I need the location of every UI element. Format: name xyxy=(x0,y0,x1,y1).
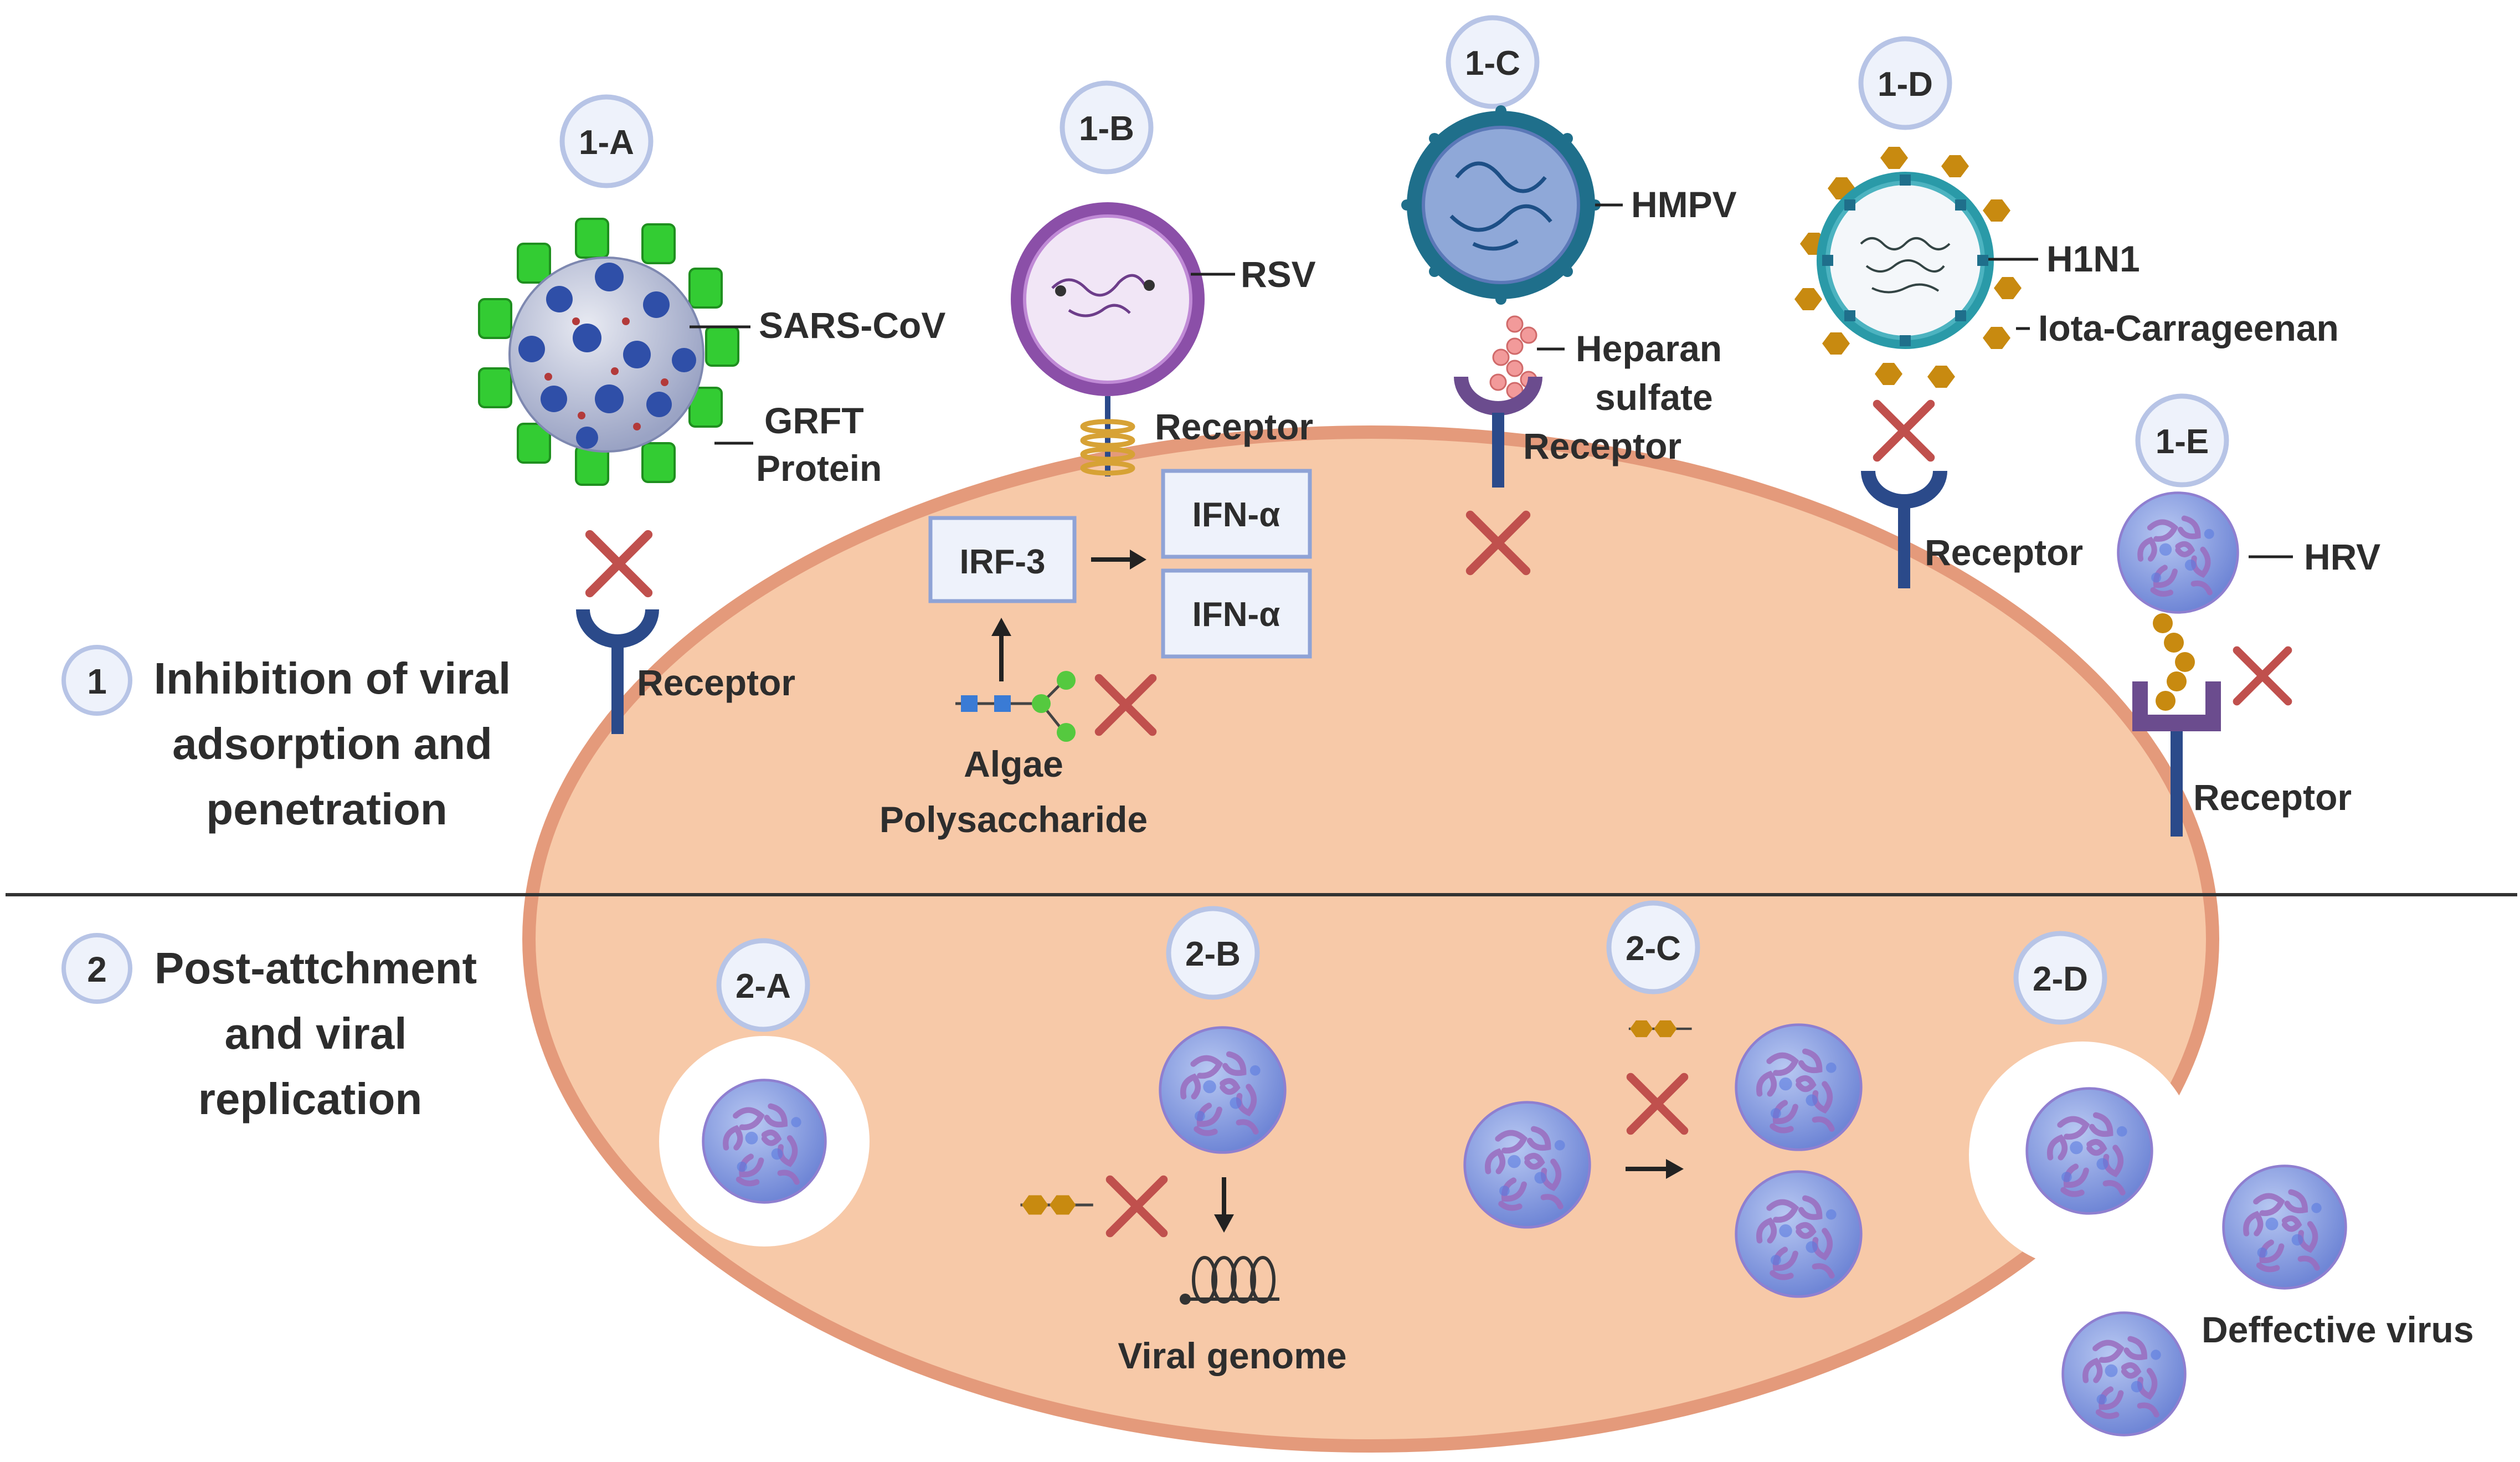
virus-icon xyxy=(1465,1102,1590,1228)
panel-1b: 1-B RSV Receptor IRF-3 IFN-α xyxy=(880,80,1316,840)
ifn-box-1 xyxy=(1161,469,1312,559)
panel-1a: 1-A xyxy=(478,94,945,734)
badge-2a-circle xyxy=(716,938,810,1032)
section-2-line3: replication xyxy=(198,1074,423,1124)
inhibition-x-icon xyxy=(590,535,648,593)
badge-2b: 2-B xyxy=(1185,935,1241,973)
panel-1c: 1-C HMPV Heparan sulfate Receptor xyxy=(1401,15,1737,571)
badge-1b: 1-B xyxy=(1079,110,1134,148)
section-1-line1: Inhibition of viral xyxy=(154,654,511,703)
ifn-box-2 xyxy=(1161,568,1312,659)
badge-2c: 2-C xyxy=(1626,930,1681,968)
badge-2d-circle xyxy=(2013,931,2107,1025)
label-ifn-1: IFN-α xyxy=(1192,496,1280,534)
panel-2b: 2-B Viral genome xyxy=(1021,906,1347,1376)
defective-virus-icon xyxy=(2224,1166,2346,1289)
label-receptor-1a: Receptor xyxy=(637,662,795,703)
label-viral-genome: Viral genome xyxy=(1118,1335,1346,1376)
badge-1e-circle xyxy=(2135,393,2229,488)
badge-1c-circle xyxy=(1446,15,1540,109)
virus-icon xyxy=(1160,1028,1285,1153)
section-1-number: 1 xyxy=(87,661,107,701)
badge-1d: 1-D xyxy=(1878,65,1933,104)
badge-2c-circle xyxy=(1606,900,1700,994)
badge-2a: 2-A xyxy=(736,967,791,1006)
hmpv-virus-icon xyxy=(1401,105,1601,305)
section-2-number: 2 xyxy=(87,950,107,989)
arrow-up-icon xyxy=(991,618,1011,681)
panel-2a: 2-A xyxy=(659,938,870,1246)
section-1-line2: adsorption and xyxy=(172,719,492,768)
rsv-virus-icon xyxy=(1011,202,1205,396)
label-algae-2: Polysaccharide xyxy=(880,799,1148,840)
receptor-coil-icon xyxy=(1080,396,1135,476)
label-iota-carrageenan: Iota-Carrageenan xyxy=(2038,307,2339,348)
receptor-icon xyxy=(1861,471,1947,588)
label-receptor-1d: Receptor xyxy=(1925,532,2083,573)
virus-icon xyxy=(1736,1172,1861,1297)
arrow-down-icon xyxy=(1214,1177,1234,1233)
virus-icon xyxy=(703,1080,826,1203)
section-2-number-badge xyxy=(61,933,132,1004)
panel-1d: 1-D xyxy=(1794,36,2339,588)
section-1-title: 1 Inhibition of viral adsorption and pen… xyxy=(61,645,511,834)
badge-2b-circle xyxy=(1166,906,1260,1000)
section-2-title: 2 Post-attchment and viral replication xyxy=(61,933,477,1124)
section-2-line1: Post-attchment xyxy=(155,943,477,993)
h1n1-virus-icon xyxy=(1794,147,2022,388)
receptor-icon xyxy=(2132,681,2221,837)
label-sars-cov: SARS-CoV xyxy=(759,305,945,346)
badge-2d: 2-D xyxy=(2033,960,2088,998)
label-receptor-1c: Receptor xyxy=(1523,425,1681,466)
genome-coil-icon xyxy=(1180,1256,1279,1305)
badge-1c: 1-C xyxy=(1465,44,1520,83)
hrv-virus-icon xyxy=(2118,493,2238,613)
label-rsv: RSV xyxy=(1241,254,1316,295)
receptor-icon xyxy=(576,609,659,734)
badge-1e: 1-E xyxy=(2156,423,2209,461)
label-grft-2: Protein xyxy=(756,448,882,489)
label-grft-1: GRFT xyxy=(764,400,864,441)
badge-1a: 1-A xyxy=(579,124,634,162)
badge-1a-circle xyxy=(559,94,654,188)
label-hrv: HRV xyxy=(2304,536,2380,577)
section-1-number-badge xyxy=(61,645,132,716)
polysaccharide-chain-icon xyxy=(955,671,1076,742)
label-receptor-1b: Receptor xyxy=(1155,406,1313,447)
label-hmpv: HMPV xyxy=(1631,184,1737,225)
label-heparan-1: Heparan xyxy=(1576,328,1722,369)
sars-cov-virus-icon xyxy=(478,218,739,486)
inhibition-x-icon xyxy=(1877,404,1931,458)
arrow-icon xyxy=(1091,550,1146,570)
badge-1b-circle xyxy=(1060,80,1154,175)
label-heparan-2: sulfate xyxy=(1595,377,1713,418)
label-algae-1: Algae xyxy=(964,743,1063,784)
label-receptor-1e: Receptor xyxy=(2193,777,2352,818)
arrow-icon xyxy=(1626,1159,1684,1179)
virus-icon xyxy=(1736,1025,1861,1150)
section-2-line2: and viral xyxy=(224,1009,407,1058)
virus-icon xyxy=(2027,1089,2152,1214)
section-1-line3: penetration xyxy=(206,784,448,834)
host-cell xyxy=(522,425,2219,1453)
panel-1e: 1-E HRV Receptor xyxy=(2118,393,2380,837)
label-irf3: IRF-3 xyxy=(960,543,1046,581)
receptor-icon xyxy=(1454,377,1542,488)
panel-2d: 2-D Deffective virus xyxy=(1969,931,2474,1435)
label-ifn-2: IFN-α xyxy=(1192,596,1280,634)
badge-1d-circle xyxy=(1858,36,1952,130)
defective-virus-icon xyxy=(2063,1313,2185,1435)
label-h1n1: H1N1 xyxy=(2046,238,2140,279)
carrageenan-chain-icon xyxy=(2153,613,2195,711)
label-defective-virus: Deffective virus xyxy=(2202,1309,2474,1350)
irf3-box xyxy=(928,516,1077,603)
inhibition-x-icon xyxy=(2237,650,2288,701)
panel-2c: 2-C xyxy=(1465,900,1861,1297)
